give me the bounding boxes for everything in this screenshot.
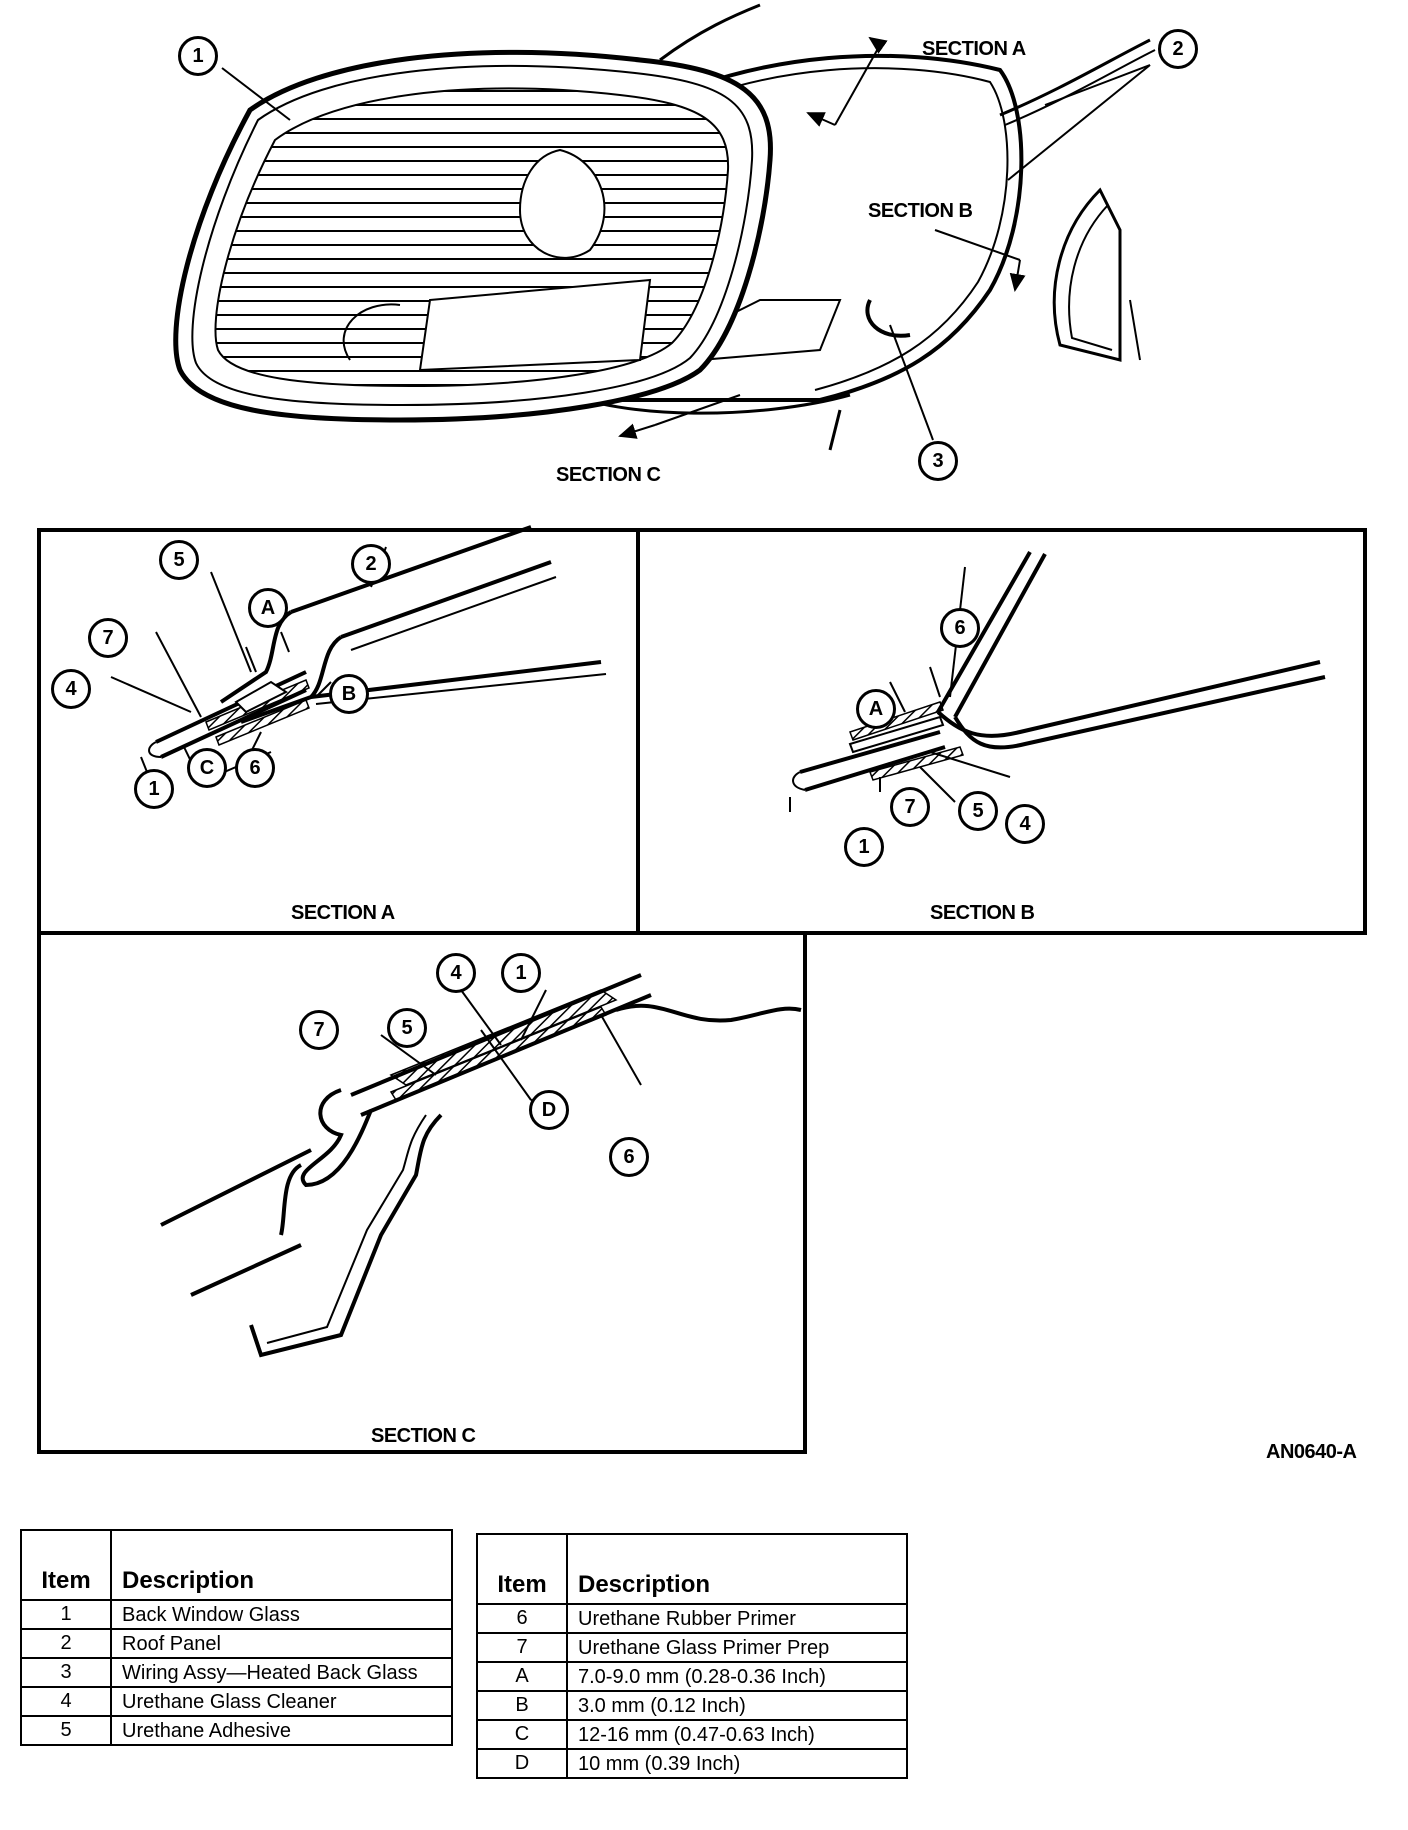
section-a-callout-4: 4 [51, 669, 91, 709]
legend-item: 1 [20, 1599, 112, 1630]
legend-description: 3.0 mm (0.12 Inch) [566, 1690, 908, 1721]
legend-item: C [476, 1719, 568, 1750]
legend-item-header: Item [20, 1529, 112, 1601]
section-a-callout-C: C [187, 748, 227, 788]
legend-description: Urethane Rubber Primer [566, 1603, 908, 1634]
section-a-callout-1: 1 [134, 769, 174, 809]
section-c-label: SECTION C [556, 464, 661, 486]
section-a-callout-2: 2 [351, 544, 391, 584]
section-b-drawing [789, 551, 1326, 812]
section-b-callout-4: 4 [1005, 804, 1045, 844]
section-c-callout-7: 7 [299, 1010, 339, 1050]
legend-item: 3 [20, 1657, 112, 1688]
legend-description: Urethane Glass Cleaner [110, 1686, 453, 1717]
figure-id: AN0640-A [1266, 1441, 1357, 1463]
section-c-callout-1: 1 [501, 953, 541, 993]
legend-item: B [476, 1690, 568, 1721]
legend-item-header: Item [476, 1533, 568, 1605]
section-a-drawing [110, 525, 607, 783]
section-c-callout-D: D [529, 1090, 569, 1130]
section-c-title: SECTION C [371, 1425, 476, 1447]
legend-description: 7.0-9.0 mm (0.28-0.36 Inch) [566, 1661, 908, 1692]
legend-description: Roof Panel [110, 1628, 453, 1659]
legend-item: 5 [20, 1715, 112, 1746]
legend-item: 2 [20, 1628, 112, 1659]
legend-description: Back Window Glass [110, 1599, 453, 1630]
legend-item: 4 [20, 1686, 112, 1717]
rear-window-overview-drawing [173, 3, 1156, 451]
section-c-callout-5: 5 [387, 1008, 427, 1048]
section-a-callout-7: 7 [88, 618, 128, 658]
legend-header-row: Item Description [20, 1529, 453, 1601]
section-a-callout-B: B [329, 674, 369, 714]
section-a-callout-A: A [248, 588, 288, 628]
legend-item: 7 [476, 1632, 568, 1663]
section-a-panel: 2 5 A 7 4 B 1 C 6 SECTION A [37, 525, 640, 935]
callout-3: 3 [918, 441, 958, 481]
legend-description: Urethane Adhesive [110, 1715, 453, 1746]
section-a-label: SECTION A [922, 38, 1026, 60]
section-a-title: SECTION A [291, 902, 395, 924]
legend-item: 6 [476, 1603, 568, 1634]
section-c-callout-6: 6 [609, 1137, 649, 1177]
callout-1: 1 [178, 36, 218, 76]
legend-description: 10 mm (0.39 Inch) [566, 1748, 908, 1779]
section-c-panel: 4 1 7 5 D 6 SECTION C [37, 931, 807, 1454]
section-b-callout-7: 7 [890, 787, 930, 827]
legend-description: Wiring Assy—Heated Back Glass [110, 1657, 453, 1688]
section-b-callout-A: A [856, 689, 896, 729]
legend-header-row: Item Description [476, 1533, 908, 1605]
callout-2: 2 [1158, 29, 1198, 69]
legend-item: A [476, 1661, 568, 1692]
section-c-drawing [160, 973, 802, 1358]
section-b-callout-5: 5 [958, 791, 998, 831]
legend-description: 12-16 mm (0.47-0.63 Inch) [566, 1719, 908, 1750]
section-a-callout-6: 6 [235, 748, 275, 788]
legend-description: Urethane Glass Primer Prep [566, 1632, 908, 1663]
section-b-label: SECTION B [868, 200, 973, 222]
overview-illustration: SECTION A SECTION B SECTION C 1 2 3 [0, 0, 1408, 500]
section-b-panel: 6 A 4 1 7 5 SECTION B [636, 528, 1367, 935]
section-c-callout-4: 4 [436, 953, 476, 993]
legend-item: D [476, 1748, 568, 1779]
section-b-title: SECTION B [930, 902, 1035, 924]
section-b-callout-6: 6 [940, 608, 980, 648]
section-a-callout-5: 5 [159, 540, 199, 580]
legend-description-header: Description [110, 1529, 453, 1601]
legend-description-header: Description [566, 1533, 908, 1605]
section-b-callout-1: 1 [844, 827, 884, 867]
